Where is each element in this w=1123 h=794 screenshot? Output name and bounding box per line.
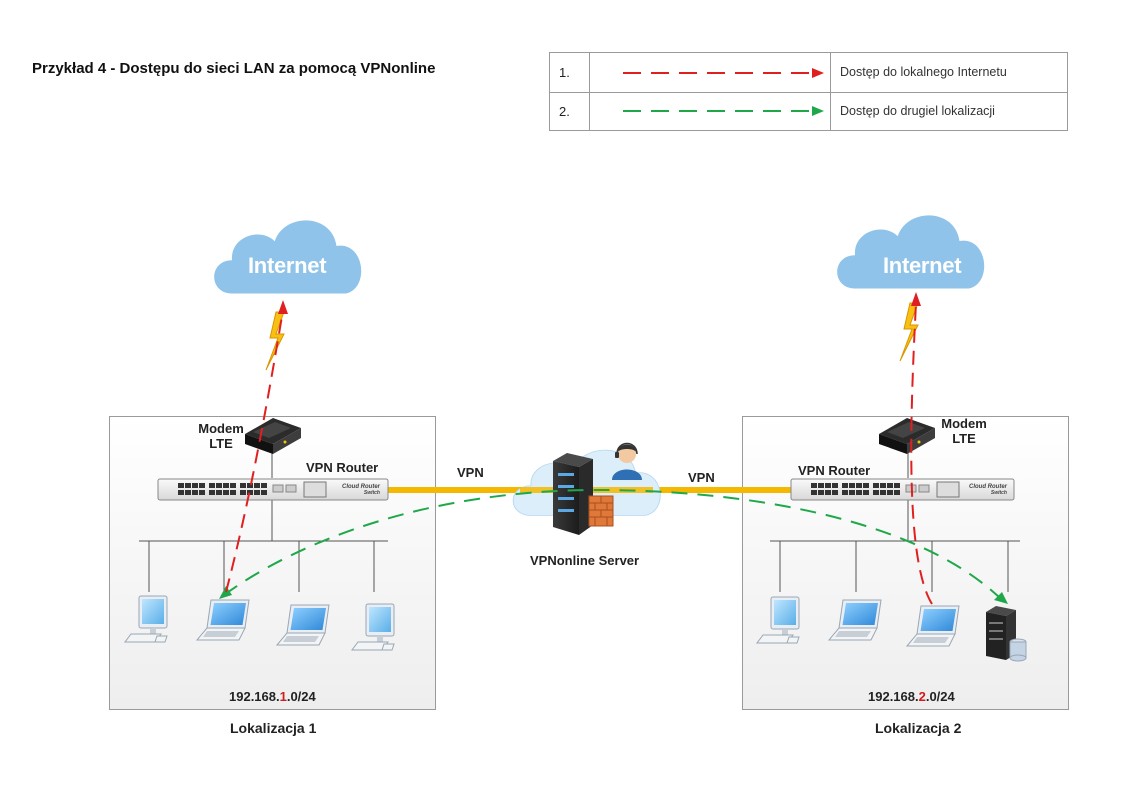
legend-table: 1. Dostęp do lokalnego Internetu 2. Dost…: [549, 52, 1068, 131]
subnet-octet: 2: [918, 689, 926, 704]
subnet-label-site-1: 192.168.1.0/24: [229, 689, 316, 704]
switch-site-1: Cloud Router Switch: [157, 478, 389, 501]
lte-modem-site-2-icon: [879, 418, 935, 454]
admin-user-icon: [612, 442, 642, 480]
desktop-pc-icon: [756, 596, 800, 644]
vpn-label-right: VPN: [688, 470, 715, 485]
modem-label-site-1: Modem LTE: [196, 421, 246, 451]
site-2-wiring: [770, 450, 1020, 592]
page-title: Przykład 4 - Dostępu do sieci LAN za pom…: [32, 60, 436, 77]
green-arrowhead-left: [219, 586, 232, 599]
legend-row-1: 1. Dostęp do lokalnego Internetu: [550, 53, 1067, 93]
red-arrowhead-site-2: [911, 292, 921, 306]
switch-brand-text: Cloud Router: [969, 484, 1008, 490]
modem-label-line: Modem: [198, 421, 244, 436]
modem-label-site-2: Modem LTE: [939, 416, 989, 446]
modem-label-line: LTE: [952, 431, 976, 446]
red-arrowhead-site-1: [278, 300, 288, 314]
desktop-pc-icon: [351, 603, 395, 651]
legend-text: Dostęp do drugiel lokalizacji: [840, 104, 995, 118]
legend-text: Dostęp do lokalnego Internetu: [840, 65, 1007, 79]
firewall-icon: [588, 495, 614, 527]
nas-server-icon: [986, 606, 1027, 662]
legend-row-2: 2. Dostęp do drugiel lokalizacji: [550, 92, 1067, 131]
subnet-suffix: .0/24: [286, 689, 316, 704]
switch-brand-text: Switch: [991, 490, 1007, 496]
vpn-server-label: VPNonline Server: [530, 553, 640, 568]
red-path-site-2: [910, 302, 933, 605]
site-1-wiring: [139, 449, 388, 592]
location-label-1: Lokalizacja 1: [230, 720, 317, 736]
internet-label-left: Internet: [248, 253, 327, 278]
vpn-label-left: VPN: [457, 465, 484, 480]
subnet-prefix: 192.168.: [229, 689, 280, 704]
green-dashed-arrow-icon: [623, 106, 824, 116]
laptop-icon: [276, 604, 330, 646]
red-path-site-1: [225, 309, 284, 593]
legend-number: 2.: [550, 92, 590, 131]
subnet-label-site-2: 192.168.2.0/24: [868, 689, 955, 704]
laptop-icon: [828, 599, 882, 641]
switch-brand-text: Cloud Router: [342, 484, 381, 490]
lte-modem-site-1-icon: [245, 418, 301, 454]
legend-line-swatch: [590, 53, 831, 92]
modem-label-line: LTE: [209, 436, 233, 451]
subnet-octet: 1: [279, 689, 287, 704]
modem-label-line: Modem: [941, 416, 987, 431]
switch-site-2: Cloud Router Switch: [790, 478, 1015, 501]
desktop-pc-icon: [124, 595, 168, 643]
laptop-icon: [196, 599, 250, 641]
legend-line-swatch: [590, 92, 831, 131]
subnet-suffix: .0/24: [925, 689, 955, 704]
location-label-2: Lokalizacja 2: [875, 720, 962, 736]
laptop-icon: [906, 605, 960, 647]
internet-label-right: Internet: [883, 253, 962, 278]
legend-number: 1.: [550, 53, 590, 92]
green-path-site-to-site: [223, 488, 1003, 601]
vpn-router-label-site-2: VPN Router: [798, 463, 871, 478]
red-dashed-arrow-icon: [623, 68, 824, 78]
switch-brand-text: Switch: [364, 490, 380, 496]
subnet-prefix: 192.168.: [868, 689, 919, 704]
green-arrowhead-right: [994, 592, 1008, 604]
vpn-server-icon: [553, 453, 593, 535]
vpn-router-label-site-1: VPN Router: [306, 460, 379, 475]
